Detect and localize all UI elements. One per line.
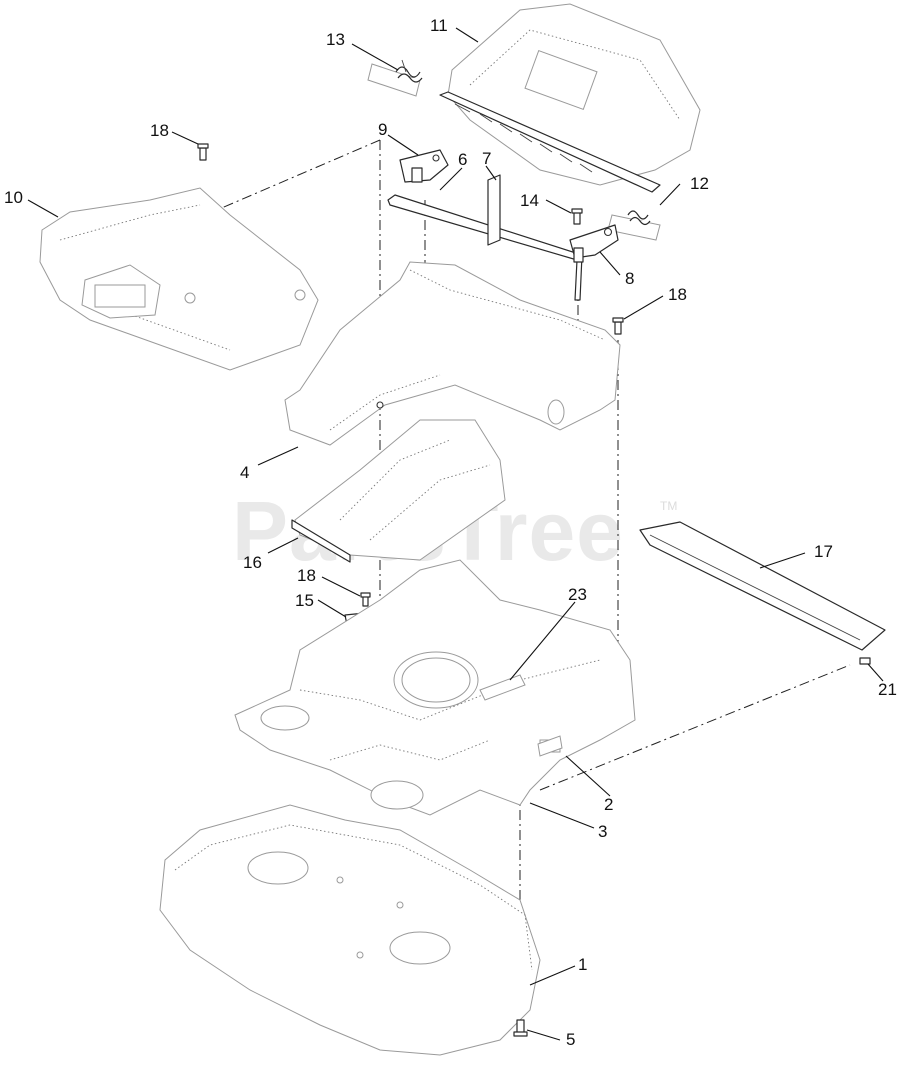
callout-18-right: 18: [668, 285, 687, 304]
callout-15: 15: [295, 591, 314, 610]
part-4-chute-housing[interactable]: [284, 261, 621, 446]
callout-11: 11: [430, 16, 448, 35]
callout-13: 13: [326, 30, 345, 49]
part-21-screw[interactable]: [859, 657, 871, 665]
callout-10: 10: [4, 188, 23, 207]
callout-7: 7: [482, 149, 491, 168]
part-12-spring[interactable]: [607, 210, 661, 241]
part-7-plate[interactable]: [487, 174, 501, 246]
part-17-side-strip[interactable]: [639, 521, 886, 651]
part-5-bolt[interactable]: [513, 1019, 528, 1037]
callout-9: 9: [378, 120, 387, 139]
callout-21: 21: [878, 680, 897, 699]
part-6-rod[interactable]: [387, 194, 583, 301]
callout-17: 17: [814, 542, 833, 561]
callout-16: 16: [243, 553, 262, 572]
callout-1: 1: [578, 955, 587, 974]
part-23-decal[interactable]: [479, 674, 526, 701]
watermark-trademark: TM: [660, 499, 677, 513]
part-13-spring[interactable]: [367, 59, 423, 97]
part-18-bolt-top-left[interactable]: [197, 143, 209, 161]
callout-23: 23: [568, 585, 587, 604]
callout-3: 3: [598, 822, 607, 841]
part-2-decal[interactable]: [537, 735, 563, 757]
callout-4: 4: [240, 463, 249, 482]
callout-8: 8: [625, 269, 634, 288]
part-14-bolt[interactable]: [571, 208, 583, 225]
leader-lines: [27, 27, 884, 1041]
callout-18-top-left: 18: [150, 121, 169, 140]
callout-6: 6: [458, 150, 467, 169]
part-10-left-cover[interactable]: [39, 187, 319, 371]
part-1-belt-cover[interactable]: [159, 804, 541, 1056]
callout-labels: 13 11 18 9 6 7 10 12 14 8 18 4 16 18 15 …: [4, 16, 897, 1049]
part-9-bracket[interactable]: [399, 149, 449, 183]
callout-2: 2: [604, 795, 613, 814]
callout-14: 14: [520, 191, 539, 210]
callout-18-mid: 18: [297, 566, 316, 585]
part-18-bolt-right[interactable]: [612, 317, 624, 335]
part-18-bolt-mid[interactable]: [360, 592, 371, 607]
part-8-bracket[interactable]: [569, 224, 619, 263]
part-16-chute[interactable]: [291, 419, 506, 563]
part-3-deck-frame[interactable]: [234, 559, 636, 816]
callout-12: 12: [690, 174, 709, 193]
part-11-top-cover[interactable]: [439, 3, 701, 193]
callout-5: 5: [566, 1030, 575, 1049]
